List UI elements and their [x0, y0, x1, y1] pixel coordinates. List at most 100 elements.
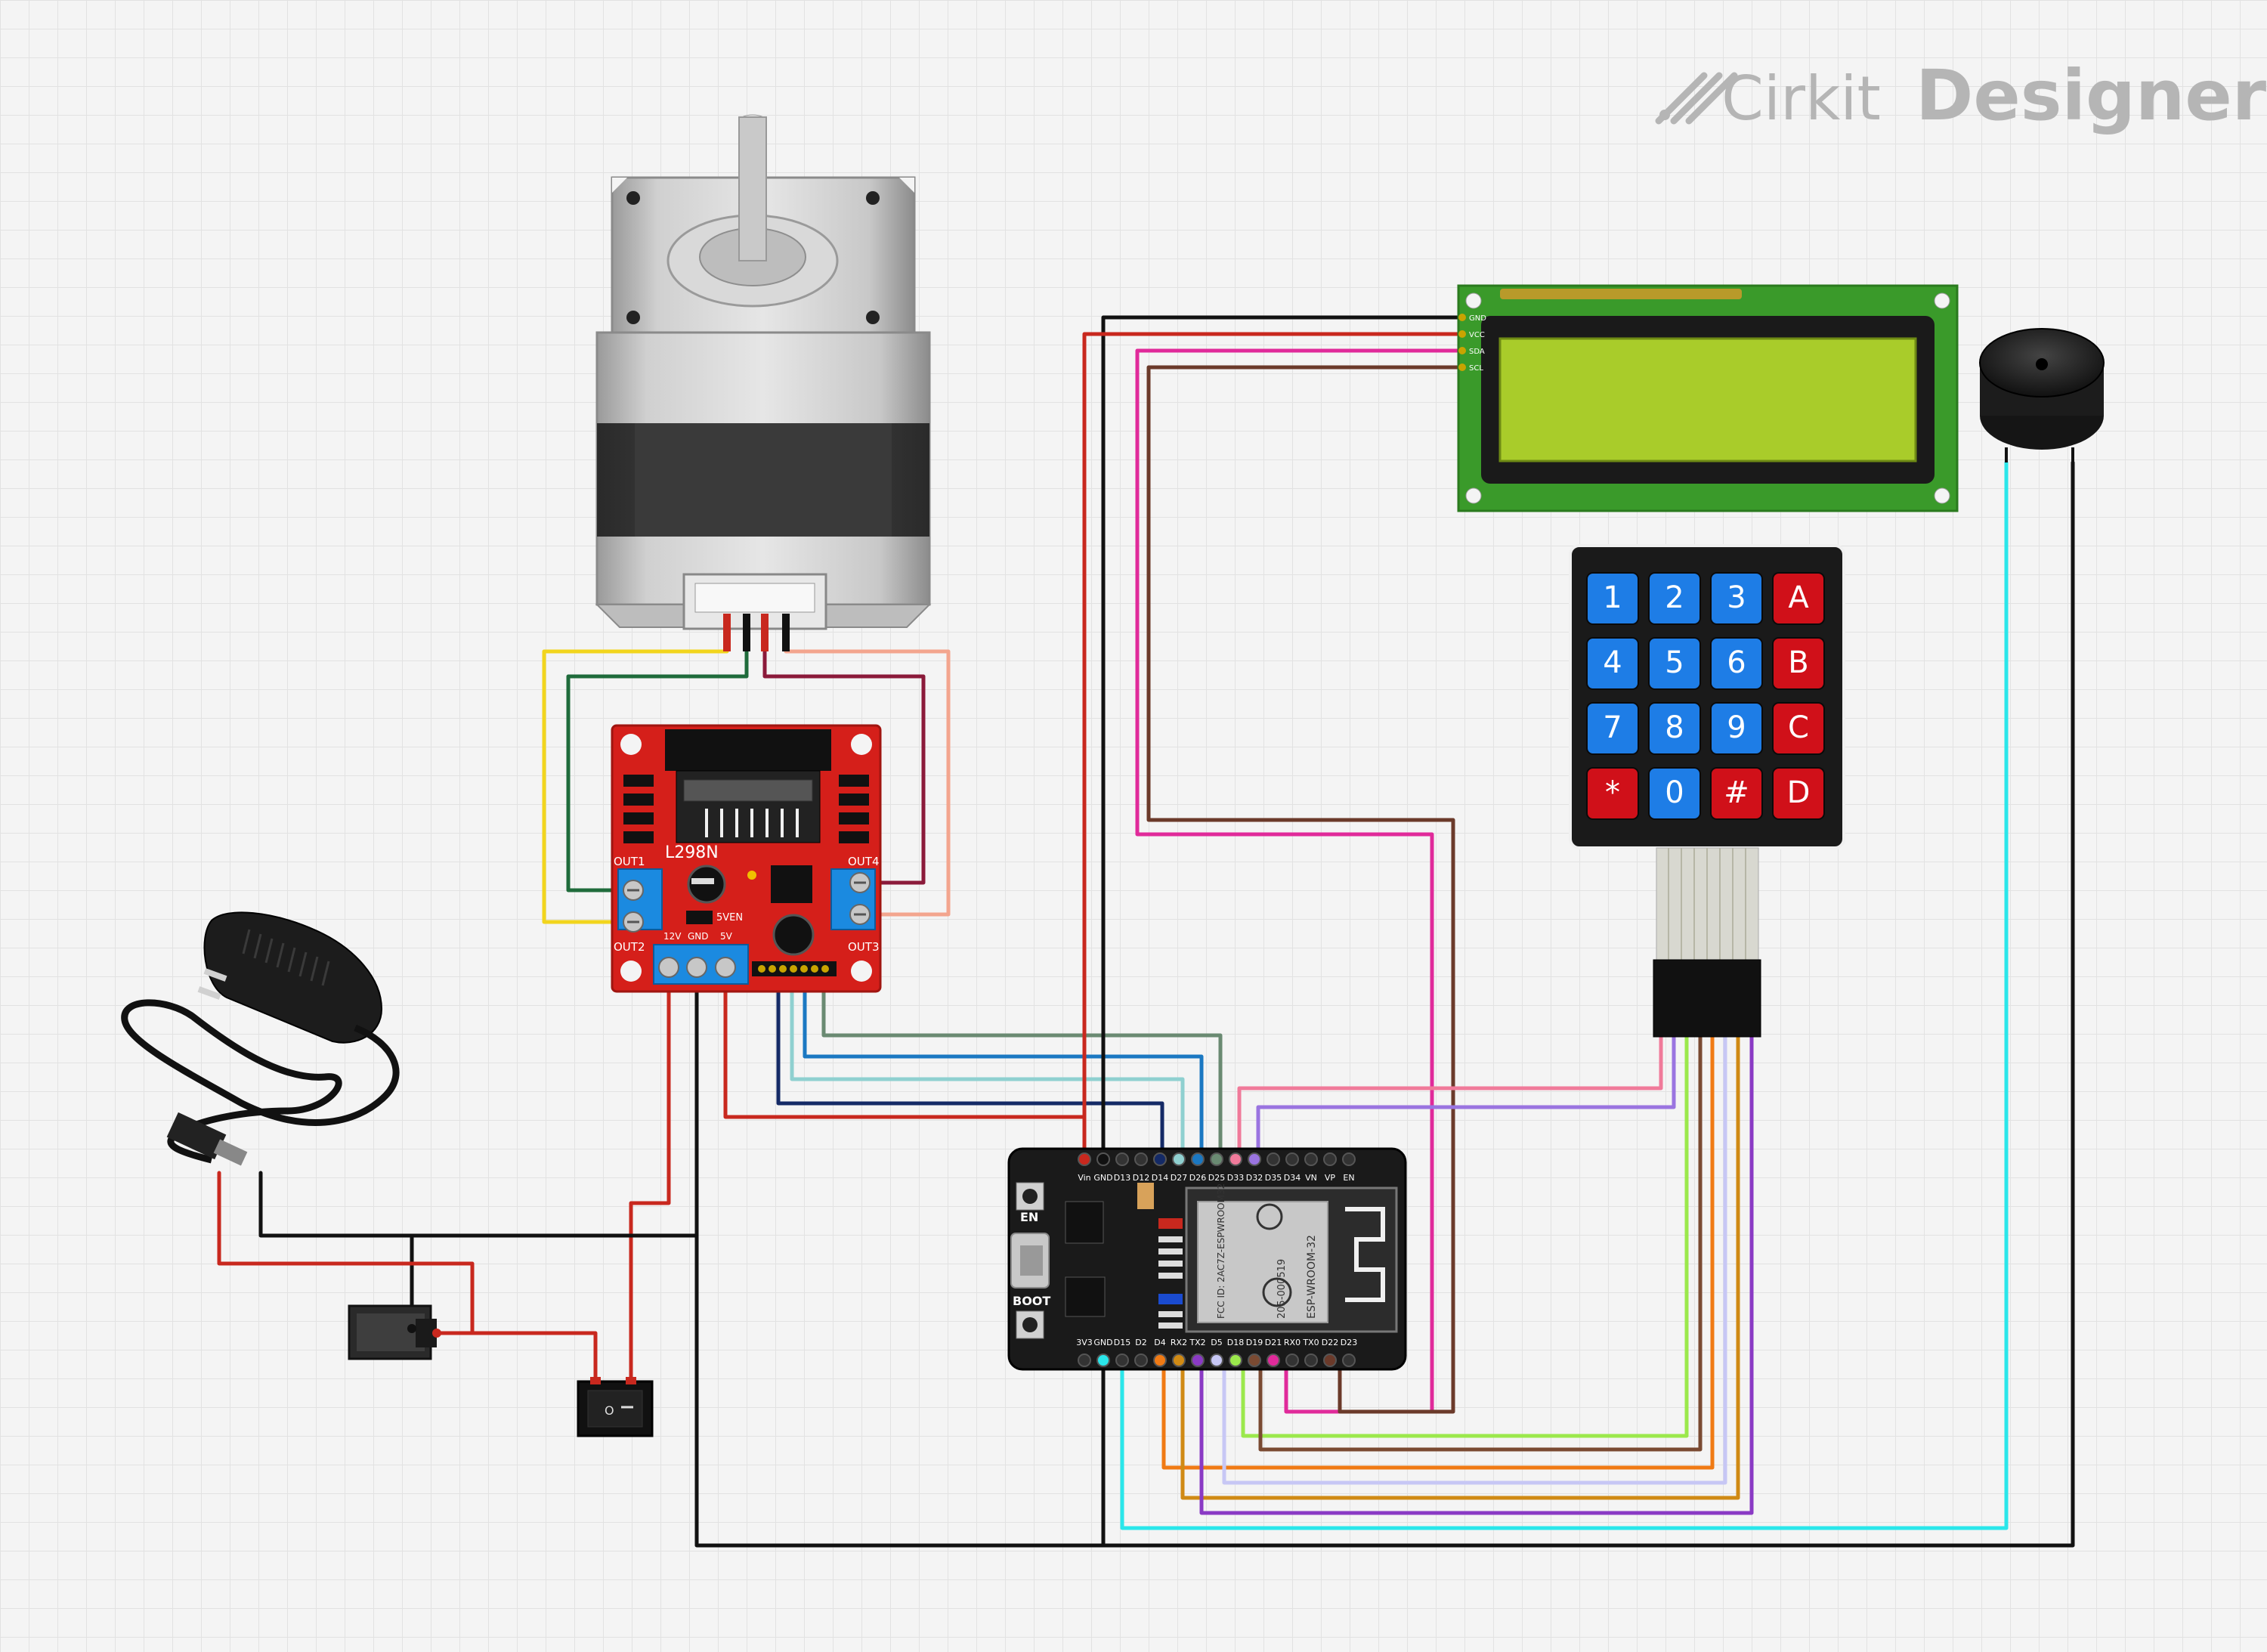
wire-keypad-r4[interactable] — [1258, 1029, 1703, 1452]
wire-keypad-c1[interactable] — [1161, 1029, 1715, 1470]
keypad-key[interactable]: 9 — [1710, 702, 1763, 755]
keypad-key[interactable]: 0 — [1648, 767, 1701, 820]
esp32-bottom-pin[interactable] — [1153, 1353, 1167, 1367]
esp32-bottom-pin[interactable] — [1210, 1353, 1223, 1367]
wire-buzzer-gnd[interactable] — [1101, 460, 2075, 1548]
esp32-bottom-pin-label: D4 — [1154, 1338, 1165, 1347]
esp32-top-pin[interactable] — [1096, 1152, 1110, 1166]
lcd-pin[interactable] — [1458, 347, 1466, 354]
wire-driver-enb[interactable] — [821, 973, 1223, 1162]
esp32-top-pin[interactable] — [1115, 1152, 1129, 1166]
rocker-switch[interactable]: O — [577, 1377, 654, 1437]
esp32-bottom-pin[interactable] — [1229, 1353, 1242, 1367]
lcd-pin[interactable] — [1458, 364, 1466, 371]
wire-keypad-r3[interactable] — [1241, 1029, 1689, 1438]
esp32-bottom-pin[interactable] — [1304, 1353, 1318, 1367]
keypad-key[interactable]: # — [1710, 767, 1763, 820]
esp32-top-pin[interactable] — [1285, 1152, 1299, 1166]
esp32-top-pin-label: D13 — [1114, 1173, 1130, 1183]
wire-keypad-r2[interactable] — [1256, 1029, 1676, 1162]
esp32-bottom-pin[interactable] — [1266, 1353, 1280, 1367]
wire-motor-d[interactable] — [784, 649, 951, 917]
keypad-key[interactable]: 2 — [1648, 572, 1701, 625]
lcd-pin[interactable] — [1458, 314, 1466, 321]
esp32-bottom-pin-label: D5 — [1211, 1338, 1222, 1347]
lcd-pin[interactable] — [1458, 330, 1466, 338]
esp32-bottom-pin[interactable] — [1191, 1353, 1205, 1367]
keypad-key[interactable]: 3 — [1710, 572, 1763, 625]
esp32-bottom-pin-label: GND — [1093, 1338, 1112, 1347]
wire-driver-gnd-esp[interactable] — [694, 1233, 1106, 1548]
esp32-bottom-pin[interactable] — [1248, 1353, 1261, 1367]
keypad-key[interactable]: B — [1772, 637, 1825, 690]
stepper-motor[interactable] — [595, 114, 932, 651]
esp32-bottom-pin[interactable] — [1323, 1353, 1337, 1367]
wire-lcd-vcc[interactable] — [1082, 332, 1464, 1162]
esp32-top-pin[interactable] — [1153, 1152, 1167, 1166]
keypad-key[interactable]: 7 — [1586, 702, 1639, 755]
keypad-key[interactable]: * — [1586, 767, 1639, 820]
keypad-key[interactable]: 4 — [1586, 637, 1639, 690]
power-adapter[interactable] — [121, 911, 400, 1166]
esp32-bottom-pin[interactable] — [1134, 1353, 1148, 1367]
wire-keypad-r1[interactable] — [1237, 1029, 1663, 1162]
keypad-key-label: # — [1724, 775, 1749, 810]
keypad-key[interactable]: 8 — [1648, 702, 1701, 755]
keypad-key[interactable]: 5 — [1648, 637, 1701, 690]
keypad-key[interactable]: D — [1772, 767, 1825, 820]
esp32-bottom-pin[interactable] — [1172, 1353, 1186, 1367]
esp32-top-pin[interactable] — [1210, 1152, 1223, 1166]
piezo-buzzer[interactable] — [1979, 328, 2105, 462]
keypad-key-label: D — [1787, 775, 1811, 810]
esp32-top-pin[interactable] — [1078, 1152, 1091, 1166]
l298n-motor-driver[interactable]: L298N OUT1 OUT2 OUT4 OUT3 5VEN 12V GND 5… — [611, 724, 882, 993]
esp32-top-pin[interactable] — [1342, 1152, 1356, 1166]
esp32-bottom-pin-label: TX2 — [1189, 1338, 1205, 1347]
wire-lcd-sda[interactable] — [1135, 348, 1464, 1414]
wire-driver-gnd-jack[interactable] — [410, 973, 699, 1331]
dc-barrel-jack[interactable] — [348, 1304, 441, 1360]
esp32-top-pin[interactable] — [1266, 1152, 1280, 1166]
esp32-bottom-pin[interactable] — [1115, 1353, 1129, 1367]
esp32-top-pin[interactable] — [1134, 1152, 1148, 1166]
esp32-top-pin[interactable] — [1229, 1152, 1242, 1166]
wire-motor-a[interactable] — [542, 649, 729, 924]
esp32-bottom-pin[interactable] — [1078, 1353, 1091, 1367]
wire-buzzer-signal[interactable] — [1120, 460, 2009, 1530]
esp32-top-pin[interactable] — [1191, 1152, 1205, 1166]
esp32-bottom-pin[interactable] — [1285, 1353, 1299, 1367]
keypad-key[interactable]: A — [1772, 572, 1825, 625]
esp32-top-pin[interactable] — [1323, 1152, 1337, 1166]
wire-driver-in2[interactable] — [776, 973, 1164, 1162]
wire-motor-b[interactable] — [566, 649, 749, 893]
wire-adapter-pos[interactable] — [217, 1171, 475, 1335]
esp32-bottom-pin[interactable] — [1342, 1353, 1356, 1367]
wire-motor-c[interactable] — [762, 649, 926, 885]
esp32-top-pin[interactable] — [1248, 1152, 1261, 1166]
esp32-bottom-pin-label: D23 — [1341, 1338, 1357, 1347]
wire-driver-12v[interactable] — [629, 973, 671, 1384]
keypad-key[interactable]: C — [1772, 702, 1825, 755]
wire-driver-in3[interactable] — [790, 973, 1185, 1162]
keypad-key[interactable]: 1 — [1586, 572, 1639, 625]
wire-adapter-neg[interactable] — [258, 1171, 414, 1238]
wire-lcd-scl[interactable] — [1146, 365, 1464, 1414]
wire-keypad-c3[interactable] — [1180, 1029, 1740, 1500]
esp32-top-pin[interactable] — [1172, 1152, 1186, 1166]
wire-keypad-c4[interactable] — [1199, 1029, 1754, 1515]
label-out3: OUT3 — [848, 940, 880, 954]
wire-driver-in4[interactable] — [803, 973, 1204, 1162]
boot-button-label: BOOT — [1013, 1294, 1050, 1308]
wire-jack-switch[interactable] — [435, 1331, 598, 1384]
esp32-bottom-pin[interactable] — [1096, 1353, 1110, 1367]
keypad-key-label: 6 — [1727, 645, 1746, 680]
wire-lcd-gnd[interactable] — [1101, 315, 1464, 1162]
esp32-top-pin[interactable] — [1304, 1152, 1318, 1166]
keypad-key[interactable]: 6 — [1710, 637, 1763, 690]
wire-keypad-c2[interactable] — [1222, 1029, 1727, 1485]
